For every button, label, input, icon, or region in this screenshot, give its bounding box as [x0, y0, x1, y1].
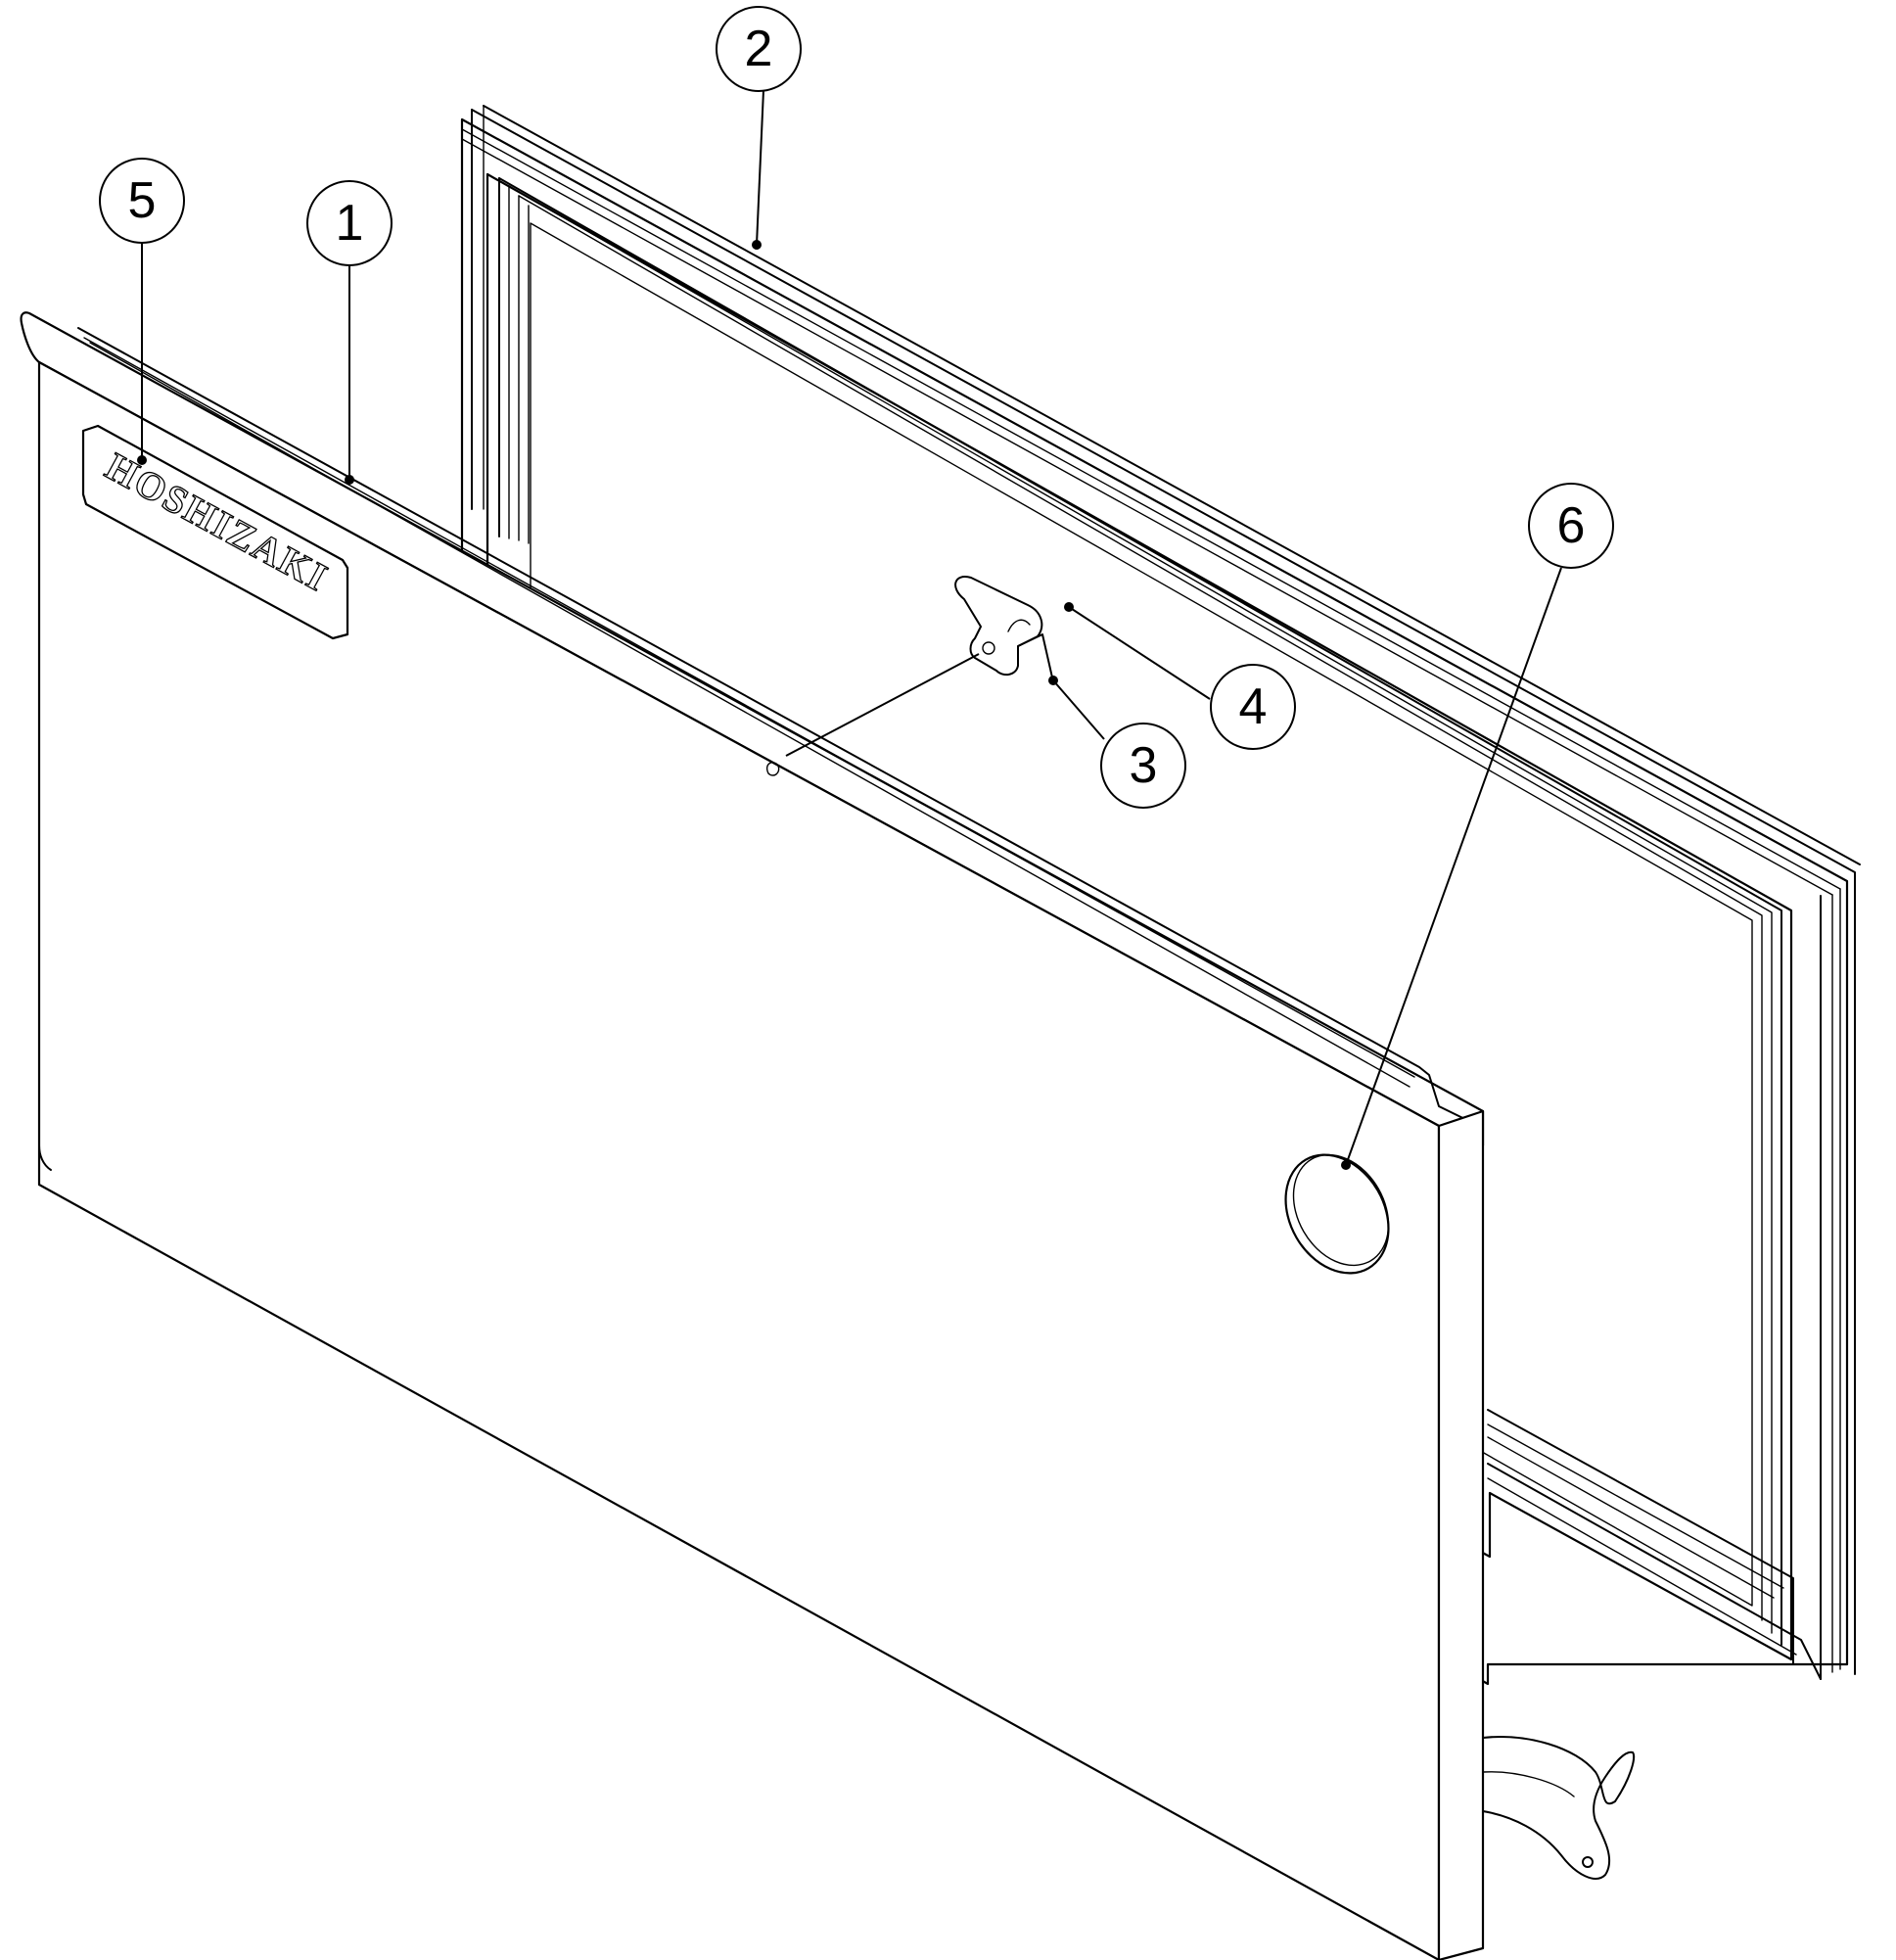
callout-5: 5 [99, 158, 185, 244]
svg-text:1: 1 [336, 195, 364, 252]
svg-text:4: 4 [1239, 678, 1268, 735]
svg-text:6: 6 [1557, 497, 1586, 554]
leader-lines [137, 89, 1562, 1170]
leader-3 [1052, 679, 1105, 740]
svg-text:5: 5 [128, 172, 157, 229]
door-panel [20, 311, 1485, 1960]
svg-text:2: 2 [745, 21, 773, 77]
hinge-hook [1482, 1736, 1635, 1880]
leader-6 [1345, 567, 1562, 1166]
leader-2 [756, 89, 764, 246]
leader-4 [1068, 606, 1211, 700]
hinge-bracket [954, 576, 1053, 678]
callout-4: 4 [1210, 664, 1296, 750]
round-plug [1284, 1153, 1390, 1275]
leader-bracket-screw [785, 653, 980, 757]
callout-3: 3 [1100, 723, 1186, 809]
callout-2: 2 [716, 6, 802, 92]
callout-1: 1 [306, 180, 393, 266]
svg-text:3: 3 [1130, 737, 1158, 794]
callout-6: 6 [1528, 483, 1614, 569]
